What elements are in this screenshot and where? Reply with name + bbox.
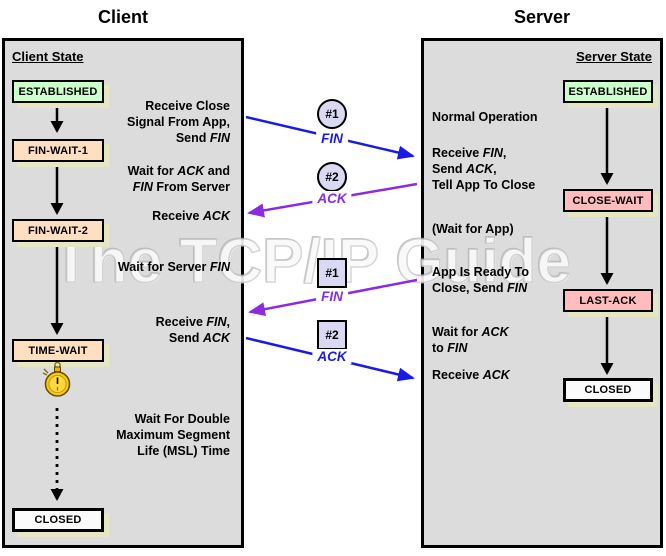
- client-note-wait-server-fin: Wait for Server FIN: [117, 260, 230, 274]
- state-box-client-time-wait: TIME-WAIT: [12, 339, 104, 362]
- stopwatch-icon: [42, 361, 71, 397]
- state-box-client-fin-wait-1: FIN-WAIT-1: [12, 139, 104, 162]
- message-marker-circle-1: #1: [317, 99, 347, 129]
- client-note-receive-ack: Receive ACK: [152, 209, 230, 223]
- state-box-server-closed: CLOSED: [563, 378, 653, 402]
- message-marker-square-1: #1: [317, 258, 347, 288]
- watermark: The TCP/IP Guide: [51, 226, 572, 297]
- state-box-server-last-ack: LAST-ACK: [563, 289, 653, 312]
- server-note-receive-ack: Receive ACK: [432, 368, 510, 382]
- state-box-server-close-wait: CLOSE-WAIT: [563, 189, 653, 212]
- server-state-heading: Server State: [576, 49, 652, 64]
- client-title: Client: [97, 7, 148, 27]
- client-note-receive-fin-send-ack: Receive FIN,Send ACK: [155, 315, 230, 345]
- ack-label-2: ACK: [312, 349, 352, 364]
- state-box-client-closed: CLOSED: [12, 508, 104, 532]
- fin-label-1: FIN: [316, 131, 348, 146]
- state-box-client-established: ESTABLISHED: [12, 80, 104, 103]
- message-marker-square-2: #2: [317, 320, 347, 350]
- server-title: Server: [513, 7, 571, 27]
- ack-label-1: ACK: [312, 191, 352, 206]
- client-panel: [2, 38, 244, 548]
- state-box-server-established: ESTABLISHED: [563, 80, 653, 103]
- fin-label-2: FIN: [316, 289, 348, 304]
- state-box-client-fin-wait-2: FIN-WAIT-2: [12, 219, 104, 242]
- message-marker-circle-2: #2: [317, 162, 347, 192]
- server-note-wait-for-app: (Wait for App): [432, 222, 514, 236]
- client-state-heading: Client State: [12, 49, 84, 64]
- server-note-normal-operation: Normal Operation: [432, 110, 538, 124]
- server-note-receive-fin: Receive FIN,Send ACK,Tell App To Close: [432, 146, 536, 192]
